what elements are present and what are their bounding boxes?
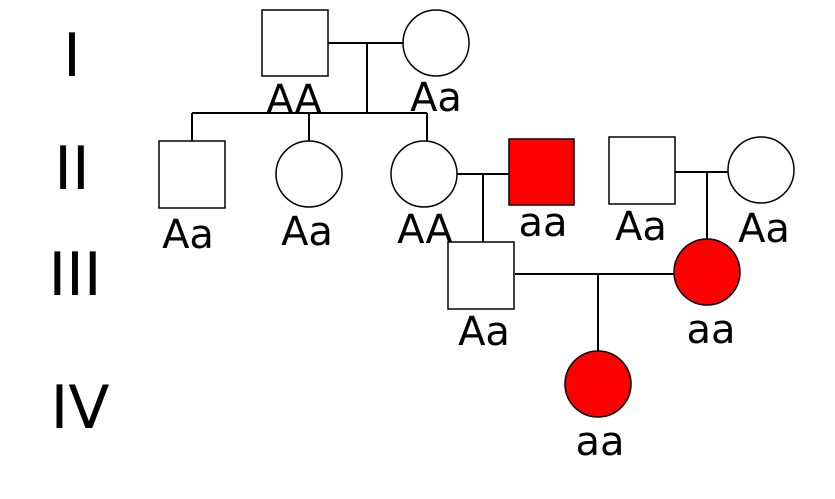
male-symbol-affected	[508, 138, 575, 206]
individual-ii5: Aa	[608, 136, 676, 250]
generation-label-3: III	[48, 240, 101, 310]
individual-i2: Aa	[402, 9, 470, 121]
genotype-label: Aa	[458, 309, 510, 355]
genotype-label: aa	[686, 307, 735, 353]
male-symbol	[158, 140, 226, 209]
genotype-label: Aa	[738, 206, 790, 252]
female-symbol	[402, 9, 470, 77]
individual-iv1: aa	[564, 350, 632, 465]
individual-ii2: Aa	[275, 140, 343, 255]
pedigree-lines	[191, 42, 729, 352]
individual-iii1: Aa	[447, 241, 515, 355]
generation-label-1: I	[63, 21, 81, 91]
female-symbol	[275, 140, 343, 208]
individual-ii3: AA	[390, 140, 458, 253]
female-symbol	[390, 140, 458, 208]
generation-label-4: IV	[51, 373, 110, 443]
genotype-label: Aa	[615, 204, 667, 250]
female-symbol-affected	[673, 238, 741, 306]
female-symbol-affected	[564, 350, 632, 418]
genotype-label: aa	[518, 200, 567, 246]
genotype-label: Aa	[162, 212, 214, 258]
male-symbol	[608, 136, 676, 205]
genotype-label: Aa	[410, 75, 462, 121]
genotype-label: Aa	[281, 209, 333, 255]
individual-ii1: Aa	[158, 140, 226, 258]
generation-label-2: II	[54, 134, 89, 204]
genotype-label: aa	[575, 419, 624, 465]
individual-ii6: Aa	[727, 136, 795, 252]
individual-iii2: aa	[673, 238, 741, 353]
female-symbol	[727, 136, 795, 204]
genotype-label: AA	[397, 207, 453, 253]
male-symbol	[447, 241, 515, 310]
genotype-label: AA	[266, 77, 322, 123]
individual-i1: AA	[261, 9, 329, 123]
individual-ii4: aa	[508, 138, 575, 246]
male-symbol	[261, 9, 329, 77]
